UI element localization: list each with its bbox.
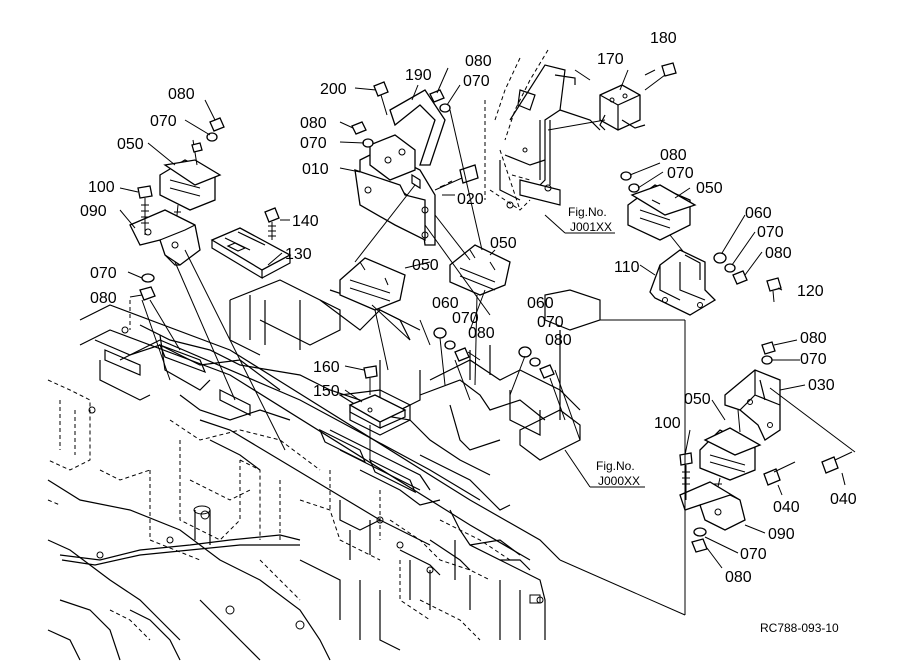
label-050-a: 050 (117, 136, 144, 153)
bolt-100-right (679, 452, 693, 500)
label-080-a: 080 (168, 86, 195, 103)
figure-ref-j000xx-line1: Fig.No. (596, 459, 635, 473)
label-060-c: 060 (527, 295, 554, 312)
bolt-160 (363, 365, 378, 395)
label-050-c: 050 (490, 235, 517, 252)
nuts-lower-right (691, 527, 708, 553)
label-080-h: 080 (545, 332, 572, 349)
label-100-b: 100 (654, 415, 681, 432)
label-070-e: 070 (667, 165, 694, 182)
washers-110 (620, 171, 748, 285)
nuts-left (139, 117, 225, 301)
label-200: 200 (320, 81, 347, 98)
label-140: 140 (292, 213, 319, 230)
label-120: 120 (797, 283, 824, 300)
figure-ref-j001xx-line1: Fig.No. (568, 205, 607, 219)
label-070-f: 070 (757, 224, 784, 241)
mount-050-lower-right (699, 409, 762, 501)
label-080-f: 080 (765, 245, 792, 262)
label-100-a: 100 (88, 179, 115, 196)
mount-050-center-b (449, 244, 511, 331)
bolt-040-a (763, 461, 796, 486)
bracket-030 (724, 369, 781, 441)
label-110: 110 (614, 259, 640, 276)
label-070-a: 070 (150, 113, 177, 130)
label-030: 030 (808, 377, 835, 394)
plate-130 (210, 227, 292, 280)
label-080-g: 080 (468, 325, 495, 342)
part-labels: 080 070 050 100 090 070 080 140 130 200 … (80, 30, 857, 586)
label-070-j: 070 (740, 546, 767, 563)
label-050-d: 050 (696, 180, 723, 197)
label-060-b: 060 (432, 295, 459, 312)
label-040-a: 040 (773, 499, 800, 516)
label-050-e: 050 (684, 391, 711, 408)
drawing-id: RC788-093-10 (760, 621, 839, 635)
bracket-090-right (679, 481, 746, 531)
label-060-a: 060 (745, 205, 772, 222)
label-180: 180 (650, 30, 677, 47)
label-020: 020 (457, 191, 484, 208)
label-070-h: 070 (537, 314, 564, 331)
bracket-090-left (129, 209, 201, 266)
label-090-b: 090 (768, 526, 795, 543)
nuts-030 (761, 341, 776, 365)
plate-150 (348, 394, 407, 429)
label-070-g: 070 (452, 310, 479, 327)
label-090-a: 090 (80, 203, 107, 220)
bolt-120 (766, 277, 782, 303)
leader-lines (119, 67, 856, 616)
figure-ref-j000xx[interactable]: Fig.No. J000XX (596, 459, 640, 488)
nuts-upper (351, 89, 451, 148)
label-070-b: 070 (90, 265, 117, 282)
bolt-100-left (137, 185, 153, 235)
label-010: 010 (302, 161, 329, 178)
label-050-b: 050 (412, 257, 439, 274)
bolt-200 (373, 81, 389, 116)
label-190: 190 (405, 67, 432, 84)
label-080-e: 080 (660, 147, 687, 164)
mount-050-upper-right (627, 184, 697, 261)
label-170: 170 (597, 51, 624, 68)
mount-050-center-a (339, 257, 411, 341)
label-070-c: 070 (463, 73, 490, 90)
label-080-j: 080 (725, 569, 752, 586)
bolt-020 (434, 164, 479, 191)
washers-center (433, 327, 555, 379)
label-080-b: 080 (90, 290, 117, 307)
label-080-d: 080 (300, 115, 327, 132)
mount-050-left (159, 139, 222, 236)
bracket-170 (599, 84, 646, 131)
label-080-c: 080 (465, 53, 492, 70)
label-150: 150 (313, 383, 340, 400)
bolt-180 (644, 62, 677, 91)
bolt-140 (264, 207, 280, 240)
label-040-b: 040 (830, 491, 857, 508)
label-080-i: 080 (800, 330, 827, 347)
pillar-frame (494, 49, 601, 209)
label-070-d: 070 (300, 135, 327, 152)
bracket-110 (649, 249, 717, 316)
label-130: 130 (285, 246, 312, 263)
label-070-i: 070 (800, 351, 827, 368)
chassis-frame (47, 100, 601, 661)
figure-ref-j001xx[interactable]: Fig.No. J001XX (568, 205, 612, 234)
bolt-040-b (821, 451, 853, 474)
label-160: 160 (313, 359, 340, 376)
figure-ref-j000xx-line2: J000XX (598, 474, 640, 488)
figure-ref-j001xx-line2: J001XX (570, 220, 612, 234)
bracket-190-010 (354, 89, 446, 246)
